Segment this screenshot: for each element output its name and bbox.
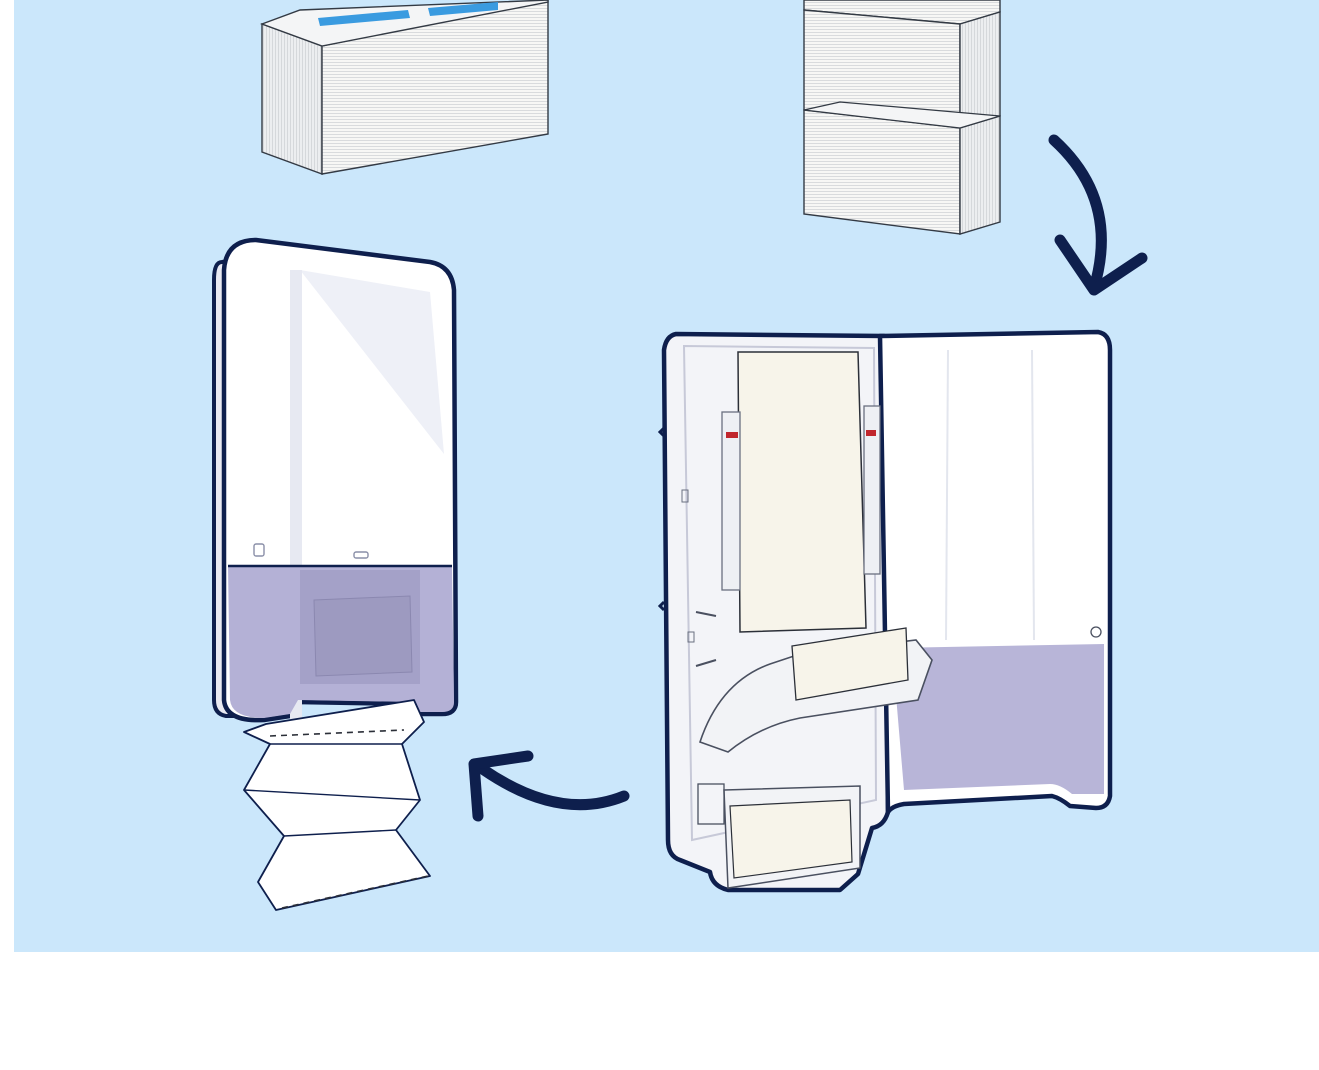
- closed-dispenser-icon: [214, 240, 456, 720]
- dispensed-towel: [244, 700, 430, 910]
- stacked-towel-packs: [804, 0, 1000, 234]
- closed-dispenser: [214, 240, 456, 720]
- folded-towel-icon: [244, 700, 430, 910]
- towel-stack-icon: [804, 0, 1000, 234]
